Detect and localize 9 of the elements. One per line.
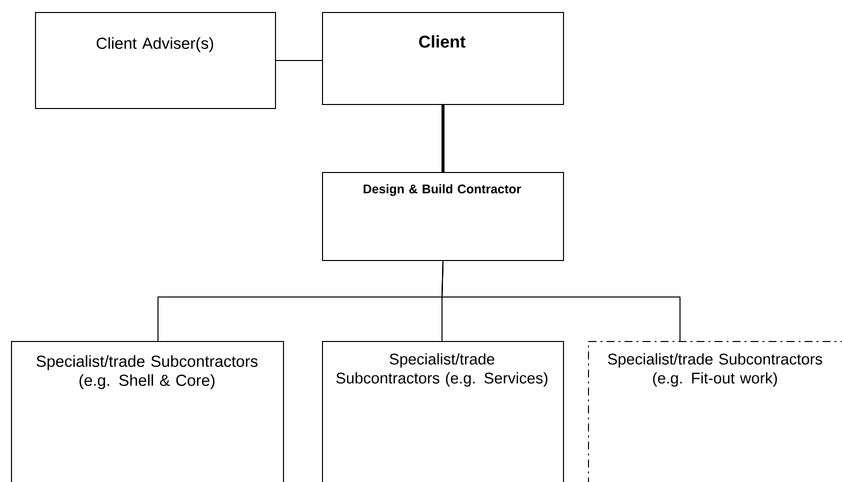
connector-line: [276, 60, 322, 61]
party-box: Client Adviser(s): [35, 12, 276, 109]
contractor-box: Design & Build Contractor: [322, 172, 564, 261]
connector-line: [442, 105, 444, 172]
subcontractor-box: Specialist/trade Subcontractors (e.g. Shell & Core): [11, 341, 284, 482]
subcontractor-box: Specialist/trade Subcontractors (e.g. Services): [322, 341, 564, 482]
subcontractor-box: Specialist/trade Subcontractors (e.g. Fit-out work): [588, 341, 842, 482]
connector-line: [442, 260, 680, 342]
party-box: Client: [322, 12, 564, 105]
